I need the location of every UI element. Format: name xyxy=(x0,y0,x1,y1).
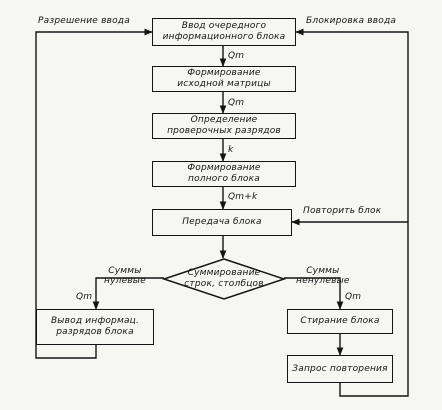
flow-label-qm-2: Qm xyxy=(228,98,245,108)
block-form-matrix-label: Формирование исходной матрицы xyxy=(177,68,271,89)
label-repeat-block: Повторить блок xyxy=(303,206,382,216)
block-full-block-label: Формирование полного блока xyxy=(187,163,261,184)
decision-diamond xyxy=(162,258,286,300)
block-erase: Стирание блока xyxy=(287,309,393,334)
arrow-repeat-loop xyxy=(291,218,409,397)
block-check-bits: Определение проверочных разрядов xyxy=(152,113,296,139)
block-transmit-label: Передача блока xyxy=(182,217,262,227)
block-check-bits-label: Определение проверочных разрядов xyxy=(167,115,281,136)
branch-label-sums-nonzero: Суммы ненулевые xyxy=(296,266,350,286)
block-output-bits-label: Вывод информац. разрядов блока xyxy=(50,316,140,337)
block-input-next-label: Ввод очередного информационного блока xyxy=(162,21,286,42)
block-transmit: Передача блока xyxy=(152,209,292,236)
block-erase-label: Стирание блока xyxy=(300,316,380,326)
arrow-block-input xyxy=(295,28,409,222)
block-input-next: Ввод очередного информационного блока xyxy=(152,18,296,46)
decision-sum-label: Суммирование строк, столбцов xyxy=(184,268,264,289)
branch-label-sums-zero: Суммы нулевые xyxy=(104,266,146,286)
block-repeat-request: Запрос повторения xyxy=(287,355,393,383)
block-repeat-request-label: Запрос повторения xyxy=(292,363,388,374)
block-form-matrix: Формирование исходной матрицы xyxy=(152,66,296,92)
label-input-enable: Разрешение ввода xyxy=(38,16,130,26)
flow-label-qm-left: Qm xyxy=(76,292,93,302)
label-input-block: Блокировка ввода xyxy=(306,16,397,26)
flow-label-qm-1: Qm xyxy=(228,51,245,61)
flow-label-qm-right: Qm xyxy=(345,292,362,302)
block-output-bits: Вывод информац. разрядов блока xyxy=(36,309,154,345)
arrow-decision-to-output xyxy=(92,277,164,310)
flow-label-qmk: Qm+k xyxy=(228,192,258,202)
arrow-decision-to-erase xyxy=(284,277,344,310)
decision-sum-label-wrap: Суммирование строк, столбцов xyxy=(182,262,266,296)
arrow-enable-loop xyxy=(35,28,153,359)
flow-label-k: k xyxy=(228,145,234,155)
block-full-block: Формирование полного блока xyxy=(152,161,296,187)
